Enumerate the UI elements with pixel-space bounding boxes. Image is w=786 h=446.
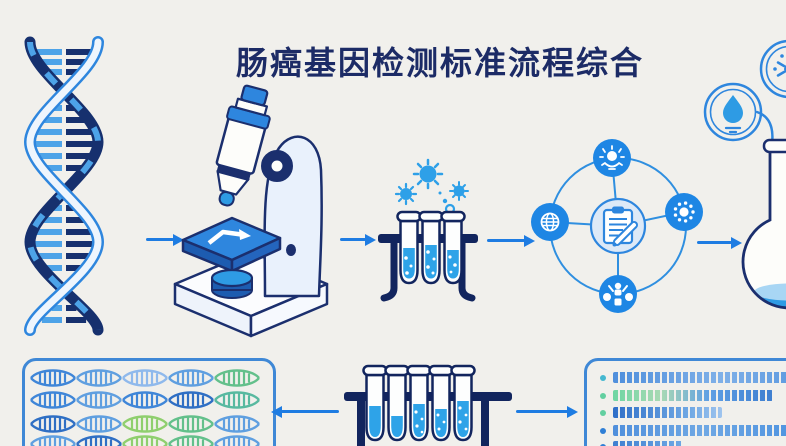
virus-cell-icon [665,193,703,231]
round-flask-icon [741,110,786,310]
virus-molecule-icon [394,158,469,215]
data-report-panel [584,358,786,446]
dna-sequence-panel [22,358,276,446]
clipboard-pen-icon [589,197,647,255]
sequence-row [29,415,261,433]
segmented-bar [613,407,722,418]
virus-badge-icon [759,39,786,99]
row-bullet [600,409,606,416]
dna-helix-icon [23,36,105,336]
sequence-row [29,391,261,409]
dna-sequence-rows-icon [29,369,261,446]
data-bar-row [600,441,683,446]
five-test-tube-rack-icon [344,364,512,446]
arrow-right-icon [340,238,366,241]
arrow-left-icon [281,410,339,413]
arrow-right-icon [697,241,732,244]
patient-molecules-icon [599,275,637,313]
globe-icon [531,203,569,241]
clipboard-network-icon [531,139,703,313]
microscope-icon [173,84,329,338]
water-droplet-badge-icon [703,82,763,142]
segmented-bar [613,425,786,436]
sequence-row [29,435,261,446]
arrow-right-icon [487,239,525,242]
row-bullet [600,392,606,399]
segmented-bar [613,390,773,401]
row-bullet [600,443,606,446]
segmented-bar [613,441,683,446]
row-bullet [600,374,606,381]
arrow-right-icon [146,238,174,241]
page-title: 肠癌基因检测标准流程综合 [235,45,645,81]
data-bar-row [600,407,722,418]
sequence-row [29,369,261,387]
data-bar-row [600,390,773,401]
arrow-right-icon [516,410,568,413]
data-bar-row [600,425,786,436]
test-tube-rack-icon [378,158,478,302]
idea-lightbulb-icon [593,139,631,177]
segmented-bar [613,372,786,383]
row-bullet [600,427,606,434]
data-bar-row [600,372,786,383]
